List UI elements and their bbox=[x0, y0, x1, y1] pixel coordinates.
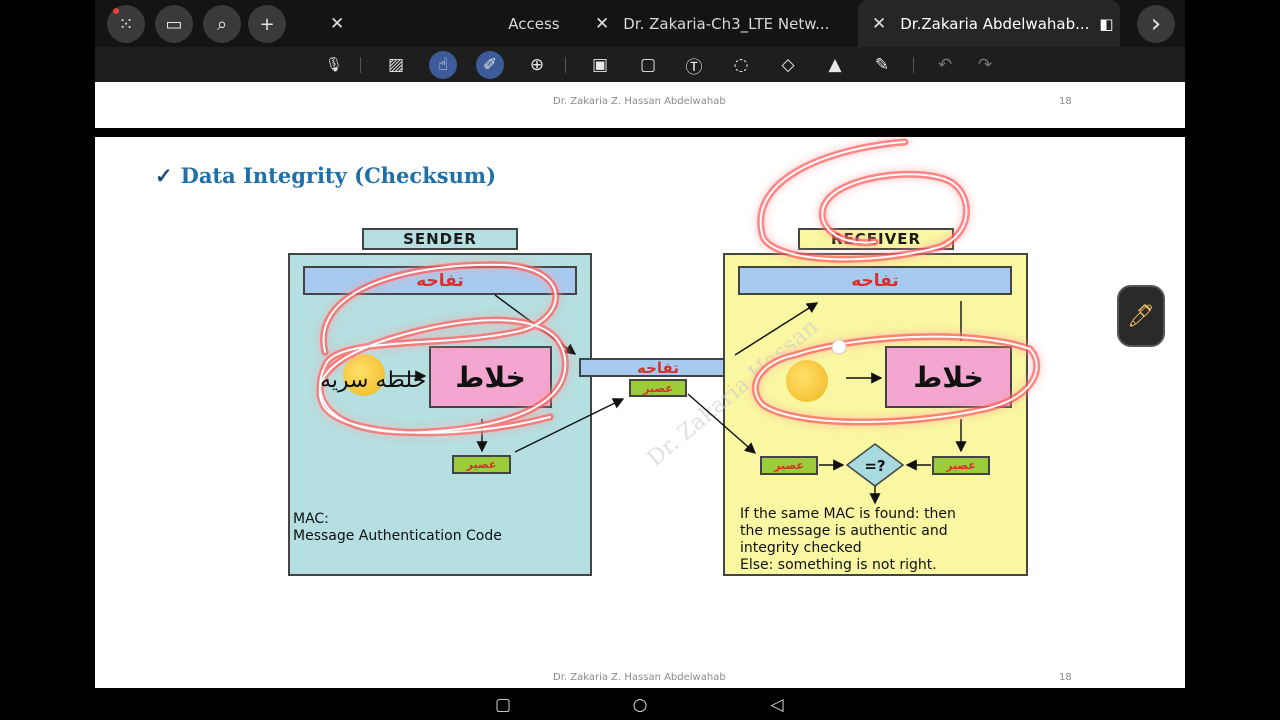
mac-definition: MAC: Message Authentication Code bbox=[293, 511, 502, 544]
close-icon[interactable]: ✕ bbox=[872, 13, 887, 34]
next-tab-button[interactable]: › bbox=[1137, 5, 1175, 43]
receiver-juice-box-received: عصير bbox=[760, 456, 818, 475]
pen-icon: ✎ bbox=[874, 55, 890, 75]
hatch-icon: ▨ bbox=[387, 55, 405, 75]
sidebar-toggle-button[interactable]: ▭ bbox=[155, 5, 193, 43]
undo-button[interactable]: ↶ bbox=[931, 51, 959, 79]
text-box-icon: Ⓣ bbox=[685, 57, 703, 78]
transit-juice-box: عصير bbox=[629, 379, 687, 397]
page-footer-number: 18 bbox=[1059, 96, 1072, 107]
toolbar-divider bbox=[913, 57, 914, 73]
hand-touch-icon: ☝ bbox=[437, 55, 449, 75]
close-icon[interactable]: ✕ bbox=[595, 13, 610, 34]
microphone-button[interactable]: 🎙 bbox=[320, 51, 348, 79]
page-footer-number: 18 bbox=[1059, 672, 1072, 683]
highlighter-icon: ▲ bbox=[828, 55, 842, 75]
pen-eraser-icon: ✐ bbox=[482, 55, 498, 75]
secret-key-circle bbox=[343, 354, 385, 396]
sender-label: SENDER bbox=[362, 228, 518, 250]
lasso-tool-button[interactable]: ◌ bbox=[727, 51, 755, 79]
apps-icon: ⁙ bbox=[118, 13, 134, 35]
notification-dot bbox=[113, 8, 119, 14]
add-icon: + bbox=[259, 13, 275, 35]
pen-holder-icon: 🖊 bbox=[1127, 303, 1155, 329]
arrow-juice-to-transit bbox=[514, 398, 625, 453]
red-ink-annotations bbox=[316, 138, 1041, 437]
search-icon: ⌕ bbox=[216, 13, 228, 35]
highlighter-tool-button[interactable]: ▲ bbox=[821, 51, 849, 79]
shape-icon: ▢ bbox=[639, 55, 657, 75]
recent-apps-icon: ▢ bbox=[494, 695, 512, 715]
sender-juice-box: عصير bbox=[452, 455, 511, 474]
receiver-key-circle bbox=[786, 360, 828, 402]
receiver-message-bar: تفاحه bbox=[738, 266, 1012, 295]
document-page-current[interactable]: ✓Data Integrity (Checksum) SENDER تفاحه … bbox=[95, 137, 1185, 688]
search-button[interactable]: ⌕ bbox=[203, 5, 241, 43]
lasso-icon: ◌ bbox=[733, 55, 749, 75]
undo-icon: ↶ bbox=[937, 55, 953, 75]
annotation-toolbar: 🎙 ▨ ☝ ✐ ⊕ ▣ ▢ Ⓣ ◌ ◇ ▲ ✎ ↶ ↷ bbox=[95, 47, 1185, 82]
zoom-icon: ⊕ bbox=[529, 55, 545, 75]
handwritten-note: خلطه سريه bbox=[320, 368, 426, 393]
eraser-tool-button[interactable]: ◇ bbox=[774, 51, 802, 79]
redo-icon: ↷ bbox=[977, 55, 993, 75]
checkmark-icon: ✓ bbox=[155, 163, 173, 188]
page-footer-author: Dr. Zakaria Z. Hassan Abdelwahab bbox=[553, 96, 726, 107]
pen-cursor bbox=[831, 339, 847, 355]
arrow-transit-to-receiver-message bbox=[734, 302, 819, 356]
eraser-icon: ◇ bbox=[781, 55, 795, 75]
receiver-juice-box-computed: عصير bbox=[932, 456, 990, 475]
system-nav-bar: ▢ ○ ◁ bbox=[0, 688, 1280, 720]
toolbar-divider bbox=[360, 57, 361, 73]
zoom-tool-button[interactable]: ⊕ bbox=[523, 51, 551, 79]
tab-lte-network[interactable]: ✕ Dr. Zakaria-Ch3_LTE Netw... bbox=[595, 0, 855, 47]
back-icon: ◁ bbox=[770, 695, 784, 715]
document-page-previous: Dr. Zakaria Z. Hassan Abdelwahab 18 bbox=[95, 82, 1185, 128]
back-button[interactable]: ◁ bbox=[766, 694, 788, 716]
touch-tool-button[interactable]: ☝ bbox=[429, 51, 457, 79]
toolbar-divider bbox=[565, 57, 566, 73]
apps-grid-button[interactable]: ⁙ bbox=[107, 5, 145, 43]
redo-button[interactable]: ↷ bbox=[971, 51, 999, 79]
diagram-overlay: Dr. Zakaria Hassan =? خلطه س bbox=[316, 138, 1041, 505]
recent-apps-button[interactable]: ▢ bbox=[492, 694, 514, 716]
shape-tool-button[interactable]: ▢ bbox=[634, 51, 662, 79]
home-icon: ○ bbox=[632, 695, 648, 715]
sidebar-icon: ▭ bbox=[165, 13, 183, 35]
pen-tool-button[interactable]: ✎ bbox=[868, 51, 896, 79]
pen-eraser-tool-button[interactable]: ✐ bbox=[476, 51, 504, 79]
hatch-tool-button[interactable]: ▨ bbox=[382, 51, 410, 79]
tab-bar: ⁙ ▭ ⌕ + ✕ Access ✕ Dr. Zakaria-Ch3_LTE N… bbox=[95, 0, 1185, 47]
receiver-panel bbox=[723, 253, 1028, 576]
compare-symbol: =? bbox=[864, 457, 885, 475]
home-button[interactable]: ○ bbox=[629, 694, 651, 716]
receiver-explanation: If the same MAC is found: then the messa… bbox=[740, 506, 956, 573]
close-icon[interactable]: ✕ bbox=[330, 13, 345, 34]
image-icon: ▣ bbox=[591, 55, 609, 75]
tab-active-document[interactable]: ✕ Dr.Zakaria Abdelwahab... ◧ bbox=[858, 0, 1120, 47]
new-tab-button[interactable]: + bbox=[248, 5, 286, 43]
chevron-right-icon: › bbox=[1150, 9, 1162, 39]
tab-access[interactable]: ✕ Access bbox=[330, 0, 570, 47]
floating-pen-tool[interactable]: 🖊 bbox=[1117, 285, 1165, 347]
arrow-transit-juice-to-receiver bbox=[687, 393, 757, 454]
microphone-icon: 🎙 bbox=[325, 57, 343, 73]
tab-label: Access bbox=[508, 14, 560, 33]
split-view-icon[interactable]: ◧ bbox=[1099, 14, 1114, 33]
text-tool-button[interactable]: Ⓣ bbox=[680, 51, 708, 79]
receiver-mixer-box: خلاط bbox=[885, 346, 1012, 408]
image-tool-button[interactable]: ▣ bbox=[586, 51, 614, 79]
tab-label: Dr.Zakaria Abdelwahab... bbox=[900, 14, 1090, 33]
slide-title: ✓Data Integrity (Checksum) bbox=[155, 163, 496, 188]
tab-label: Dr. Zakaria-Ch3_LTE Netw... bbox=[623, 14, 830, 33]
sender-mixer-box: خلاط bbox=[429, 346, 552, 408]
page-footer-author: Dr. Zakaria Z. Hassan Abdelwahab bbox=[553, 672, 726, 683]
watermark-text: Dr. Zakaria Hassan bbox=[643, 315, 823, 472]
